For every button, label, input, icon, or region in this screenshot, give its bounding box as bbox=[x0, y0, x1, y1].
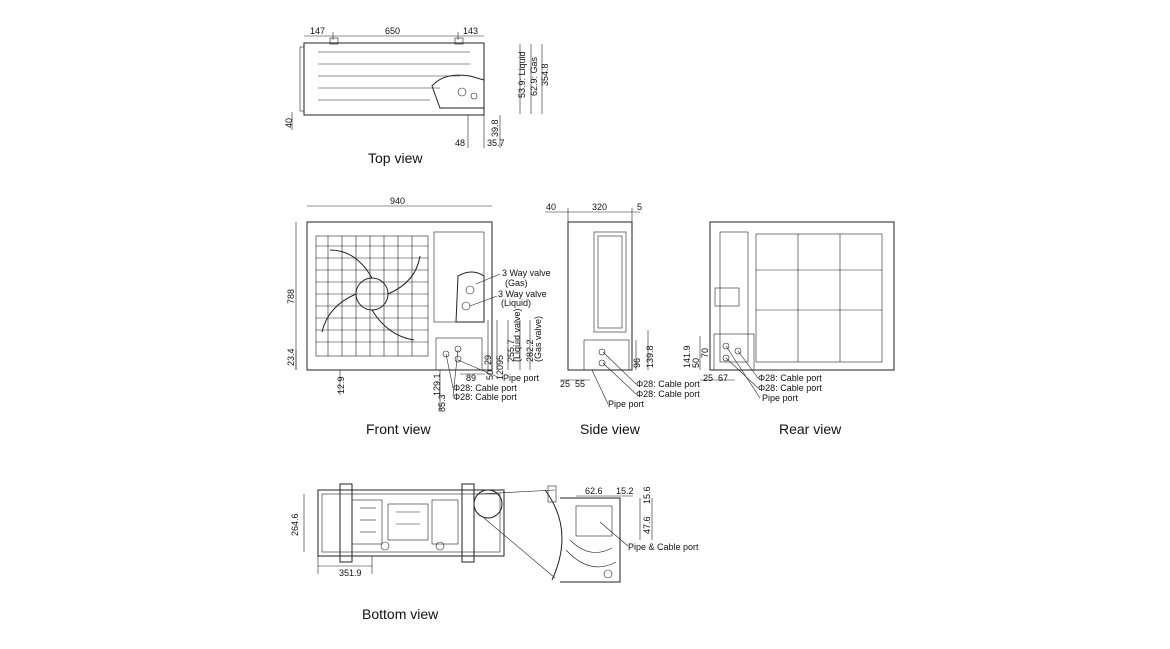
dim-48: 48 bbox=[455, 138, 465, 148]
dim-gas-valve: (Gas valve) bbox=[533, 316, 543, 362]
dim-282-2: 282.2 bbox=[525, 339, 535, 362]
label-3way-gas: 3 Way valve bbox=[502, 268, 551, 278]
caption-bottom-view: Bottom view bbox=[362, 606, 439, 622]
front-view: 940 788 23.4 12.9 129.1 85.3 89 29 95 50… bbox=[286, 196, 551, 437]
caption-front-view: Front view bbox=[366, 421, 431, 437]
dim-side-320: 320 bbox=[592, 202, 607, 212]
rear-view: 141.9 50 70 25 67 Φ28: Cable port Φ28: C… bbox=[682, 221, 895, 437]
detail-enlargement: 62.6 15.2 15.6 47.6 Pipe & Cable port bbox=[560, 486, 699, 583]
dim-15-2: 15.2 bbox=[616, 486, 634, 496]
dim-gas: 62.9: Gas bbox=[529, 56, 539, 96]
label-side-cable-port-1: Φ28: Cable port bbox=[636, 379, 700, 389]
label-rear-cable-port-2: Φ28: Cable port bbox=[758, 383, 822, 393]
dim-29: 29 bbox=[483, 355, 493, 365]
dim-354-8: 354.8 bbox=[540, 63, 550, 86]
label-side-pipe-port: Pipe port bbox=[608, 399, 645, 409]
label-front-cable-port-2: Φ28: Cable port bbox=[453, 392, 517, 402]
dim-129-1: 129.1 bbox=[432, 373, 442, 396]
dim-rear-67: 67 bbox=[718, 373, 728, 383]
dim-650: 650 bbox=[385, 26, 400, 36]
dim-23-4: 23.4 bbox=[286, 348, 296, 366]
dim-85-3: 85.3 bbox=[437, 394, 447, 412]
top-view: 147 650 143 40 48 39.8 35.7 53.9: Liquid… bbox=[284, 26, 550, 166]
dim-liquid-valve: (Liquid valve) bbox=[512, 308, 522, 362]
dim-15-6: 15.6 bbox=[642, 486, 652, 504]
dim-side-5: 5 bbox=[637, 202, 642, 212]
dim-40: 40 bbox=[284, 118, 294, 128]
dim-62-6: 62.6 bbox=[585, 486, 603, 496]
label-rear-cable-port-1: Φ28: Cable port bbox=[758, 373, 822, 383]
dim-side-55: 55 bbox=[575, 379, 585, 389]
label-liquid: (Liquid) bbox=[501, 298, 531, 308]
dim-rear-141-9: 141.9 bbox=[682, 345, 692, 368]
dim-35-7: 35.7 bbox=[487, 138, 505, 148]
dim-147: 147 bbox=[310, 26, 325, 36]
label-gas: (Gas) bbox=[505, 278, 528, 288]
dim-side-139-8: 139.8 bbox=[645, 345, 655, 368]
dim-264-6: 264.6 bbox=[290, 513, 300, 536]
dim-50: 50 bbox=[485, 370, 495, 380]
label-pipe-cable-port: Pipe & Cable port bbox=[628, 542, 699, 552]
fan-grille bbox=[316, 236, 428, 356]
dim-255-7: 255.7 bbox=[506, 339, 516, 362]
label-front-cable-port-1: Φ28: Cable port bbox=[453, 383, 517, 393]
dim-12-9: 12.9 bbox=[336, 376, 346, 394]
label-3way-liquid: 3 Way valve bbox=[498, 289, 547, 299]
label-front-pipe-port: Pipe port bbox=[503, 373, 540, 383]
dim-940: 940 bbox=[390, 196, 405, 206]
dim-side-96: 96 bbox=[632, 358, 642, 368]
dim-rear-70: 70 bbox=[700, 348, 710, 358]
dim-side-40: 40 bbox=[546, 202, 556, 212]
dim-120: 120 bbox=[495, 365, 505, 380]
dim-side-25: 25 bbox=[560, 379, 570, 389]
caption-side-view: Side view bbox=[580, 421, 641, 437]
bottom-view: 264.6 351.9 62.6 15.2 15.6 47.6 Pipe & C… bbox=[290, 483, 699, 622]
dim-39-8: 39.8 bbox=[490, 119, 500, 137]
dim-liquid: 53.9: Liquid bbox=[517, 51, 527, 98]
dim-95: 95 bbox=[495, 355, 505, 365]
dim-143: 143 bbox=[463, 26, 478, 36]
side-view: 40 320 5 96 139.8 25 55 Φ28: Cable port … bbox=[545, 202, 700, 437]
caption-rear-view: Rear view bbox=[779, 421, 842, 437]
rear-coil-grid bbox=[755, 233, 883, 363]
dim-788: 788 bbox=[286, 289, 296, 304]
label-side-cable-port-2: Φ28: Cable port bbox=[636, 389, 700, 399]
dim-47-6: 47.6 bbox=[642, 516, 652, 534]
label-rear-pipe-port: Pipe port bbox=[762, 393, 799, 403]
dim-89: 89 bbox=[466, 373, 476, 383]
dim-351-9: 351.9 bbox=[339, 568, 362, 578]
caption-top-view: Top view bbox=[368, 150, 423, 166]
dim-rear-50: 50 bbox=[691, 358, 701, 368]
dim-rear-25: 25 bbox=[703, 373, 713, 383]
